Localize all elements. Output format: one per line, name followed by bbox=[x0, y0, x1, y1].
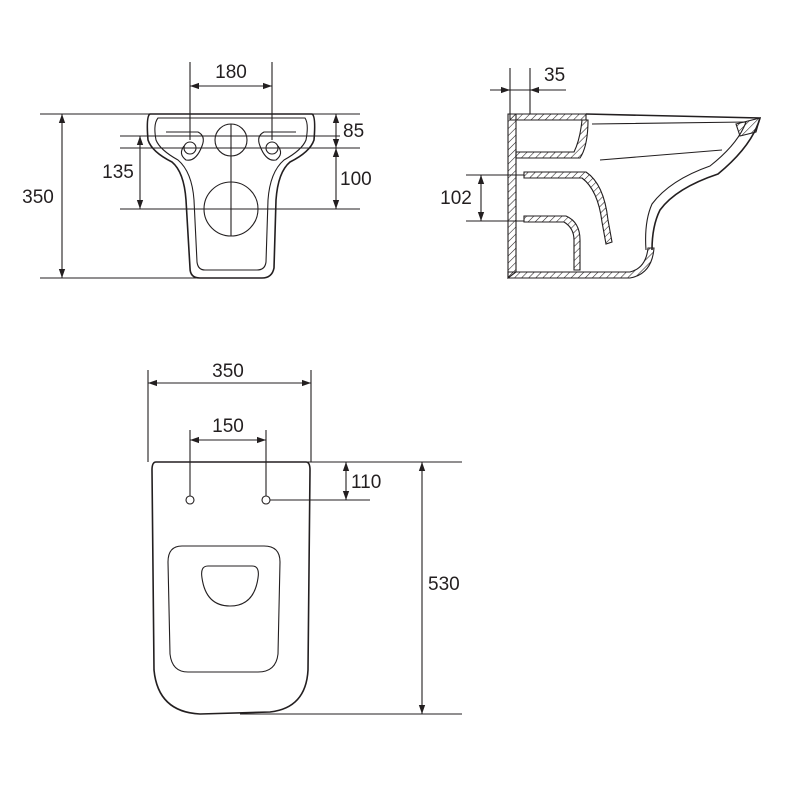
bowl-inner-profile bbox=[591, 121, 747, 251]
dim-rear-top-to-bolts: 85 bbox=[343, 121, 364, 142]
side-section-view: 35 102 bbox=[440, 65, 762, 280]
dim-rear-overall-height: 350 bbox=[22, 187, 54, 208]
bowl-base-section bbox=[507, 247, 655, 279]
dim-rear-bolt-spacing: 180 bbox=[215, 62, 247, 83]
dim-side-outlet-height: 102 bbox=[440, 188, 472, 209]
wall-flange bbox=[507, 113, 517, 280]
dim-top-width: 350 bbox=[212, 361, 244, 382]
dim-top-length: 530 bbox=[428, 574, 460, 595]
drain-opening bbox=[201, 565, 259, 607]
dim-rear-inlet-to-outlet: 135 bbox=[102, 162, 134, 183]
seat-hole-left bbox=[185, 495, 195, 505]
dim-top-seat-hole-spacing: 150 bbox=[212, 416, 244, 437]
seat-hole-right bbox=[261, 495, 271, 505]
dim-top-wall-to-seat-holes: 110 bbox=[351, 472, 381, 493]
bowl-opening bbox=[167, 545, 281, 673]
dim-rear-bolts-to-outlet: 100 bbox=[340, 169, 372, 190]
rear-view: 180 350 135 85 100 bbox=[22, 62, 372, 279]
dim-side-wall-depth: 35 bbox=[544, 65, 565, 86]
top-view: 350 150 110 530 bbox=[147, 361, 462, 715]
outlet-upper-section bbox=[523, 171, 613, 245]
flush-channel-section bbox=[515, 119, 589, 159]
top-rim-section bbox=[509, 113, 587, 121]
seat-outline bbox=[151, 461, 311, 715]
rear-view-outline bbox=[146, 113, 316, 279]
outlet-lower-section bbox=[523, 215, 581, 271]
bowl-front-profile bbox=[585, 113, 762, 251]
